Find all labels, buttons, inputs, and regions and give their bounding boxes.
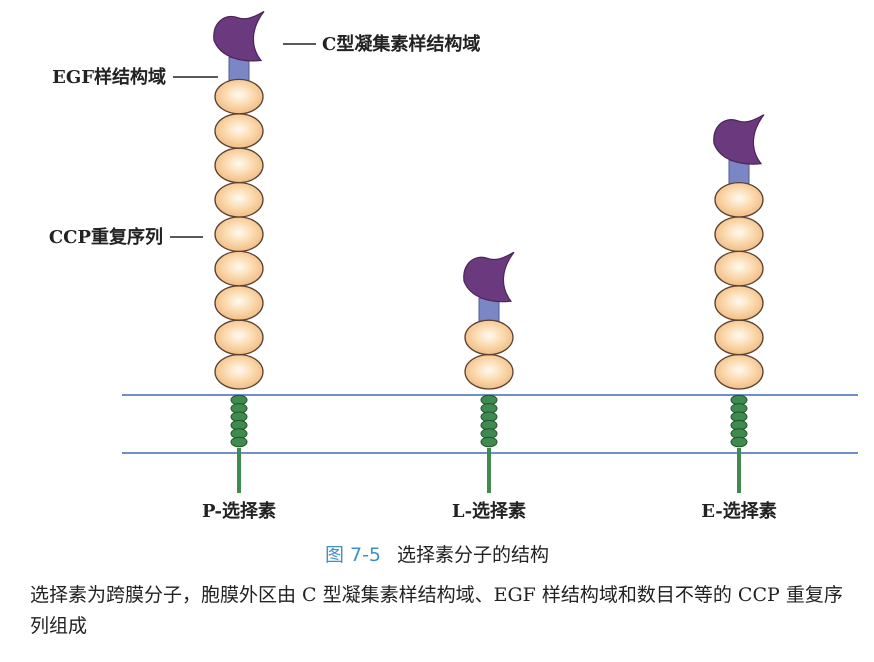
- cytoplasmic-tail: [737, 448, 741, 493]
- ccp-repeat: [714, 319, 764, 356]
- ccp-repeat-label: CCP重复序列: [49, 226, 163, 248]
- ccp-repeat: [714, 216, 764, 253]
- ccp-repeat: [214, 250, 264, 287]
- ccp-repeat: [214, 319, 264, 356]
- p-selectin-label: P-选择素: [202, 500, 276, 522]
- ccp-repeat: [464, 319, 514, 356]
- l-selectin-molecule: [463, 251, 515, 493]
- p-selectin-molecule: [213, 10, 265, 493]
- ccp-repeat: [714, 353, 764, 390]
- figure-title: 选择素分子的结构: [397, 544, 550, 566]
- l-selectin-label: L-选择素: [452, 500, 526, 522]
- ccp-repeat: [214, 147, 264, 184]
- transmembrane-bead: [480, 436, 498, 448]
- c-type-lectin-label: C型凝集素样结构域: [322, 33, 480, 55]
- cytoplasmic-tail: [237, 448, 241, 493]
- ccp-repeat: [464, 353, 514, 390]
- c-type-lectin-domain: [463, 251, 515, 303]
- c-type-lectin-domain: [713, 114, 765, 165]
- ccp-repeat: [714, 181, 764, 218]
- ccp-repeat: [214, 113, 264, 149]
- figure-description: 选择素为跨膜分子，胞膜外区由 C 型凝集素样结构域、EGF 样结构域和数目不等的…: [30, 584, 843, 637]
- ccp-repeat: [214, 181, 264, 218]
- transmembrane-bead: [730, 436, 748, 448]
- cytoplasmic-tail: [487, 448, 491, 493]
- selectin-diagram: C型凝集素样结构域 EGF样结构域 CCP重复序列 P-选择素 L-选择素 E-…: [49, 10, 858, 522]
- ccp-repeat: [214, 78, 264, 115]
- ccp-repeat: [214, 285, 264, 321]
- egf-domain-label: EGF样结构域: [52, 66, 166, 88]
- c-type-lectin-domain: [213, 10, 265, 62]
- figure-caption: 图 7-5 选择素分子的结构: [0, 540, 874, 567]
- ccp-repeat: [714, 285, 764, 321]
- transmembrane-bead: [230, 436, 248, 448]
- ccp-repeat: [214, 353, 264, 390]
- e-selectin-label: E-选择素: [701, 500, 777, 522]
- ccp-repeat: [214, 216, 264, 253]
- e-selectin-molecule: [713, 114, 765, 493]
- ccp-repeat: [714, 250, 764, 287]
- figure-number: 图 7-5: [324, 544, 382, 566]
